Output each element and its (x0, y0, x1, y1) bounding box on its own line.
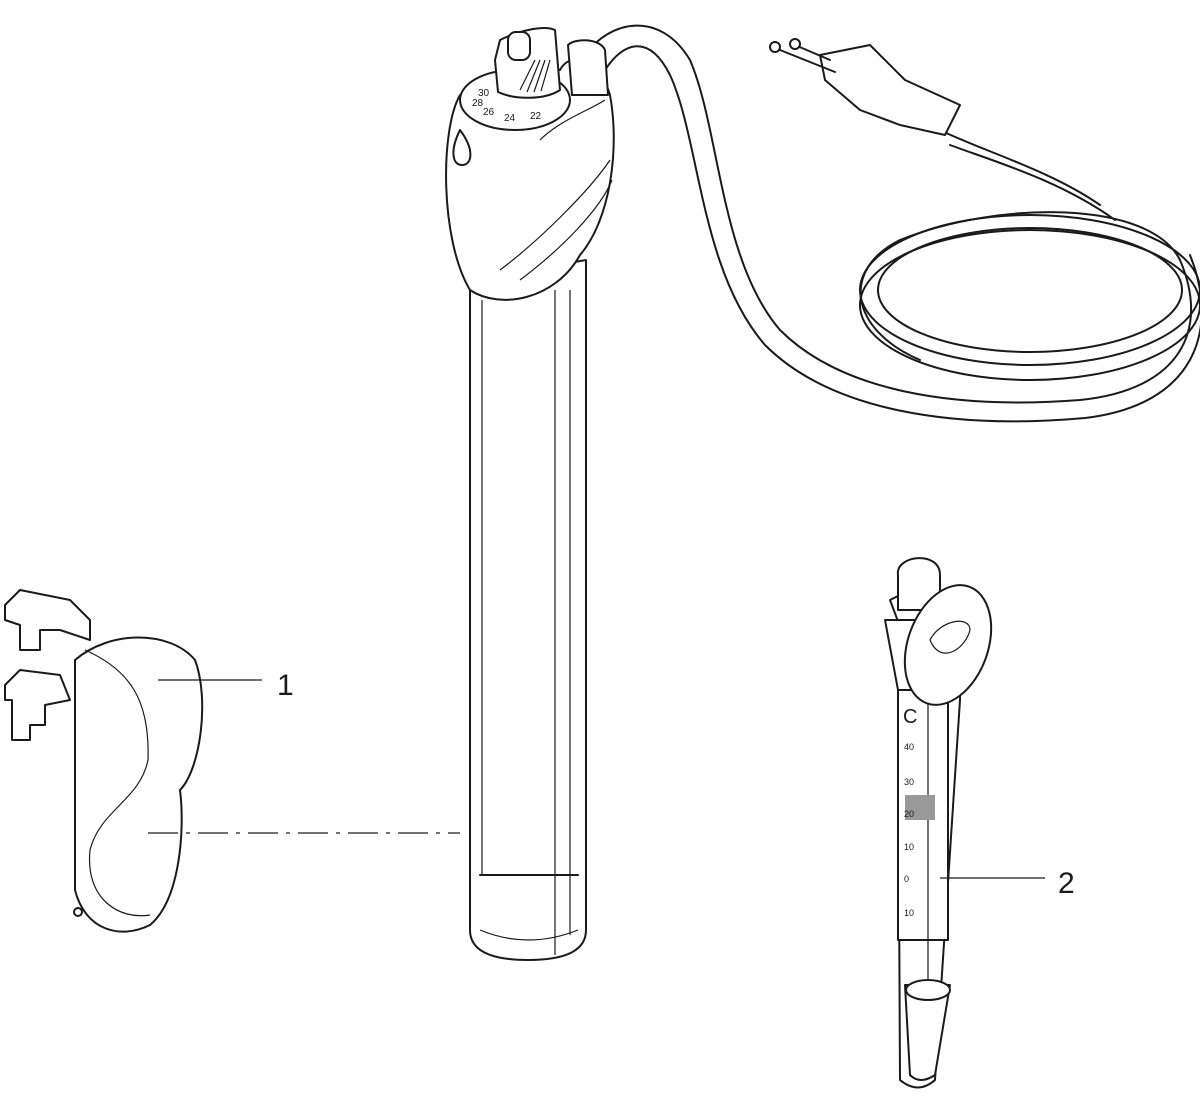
power-plug-icon (769, 38, 961, 136)
thermometer-part: C 40 30 20 10 0 10 (884, 557, 993, 1089)
dial-tick-label: 28 (472, 98, 484, 109)
power-cord (584, 24, 1200, 423)
dial-tick-label: 22 (530, 111, 542, 122)
thermometer-highlight-band (905, 795, 935, 820)
heater-tube (469, 259, 587, 961)
heater-head: 30 28 26 24 22 (445, 27, 615, 301)
scale-tick-label: 20 (904, 809, 914, 819)
callout-1: 1 (148, 669, 460, 834)
scale-tick-label: 30 (904, 777, 914, 787)
suction-holder-part (4, 589, 204, 933)
callout-label-2: 2 (1058, 867, 1075, 900)
water-drop-icon (452, 129, 472, 166)
callout-2: 2 (940, 867, 1075, 900)
scale-tick-label: 0 (904, 874, 909, 884)
scale-tick-label: 10 (904, 908, 914, 918)
suction-cup (903, 584, 993, 706)
callout-label-1: 1 (277, 669, 294, 702)
scale-tick-label: 40 (904, 742, 914, 752)
scale-tick-label: 10 (904, 842, 914, 852)
dial-tick-label: 30 (478, 88, 490, 99)
scale-unit-label: C (903, 706, 917, 728)
dial-tick-label: 24 (504, 113, 516, 124)
dial-tick-label: 26 (483, 107, 495, 118)
